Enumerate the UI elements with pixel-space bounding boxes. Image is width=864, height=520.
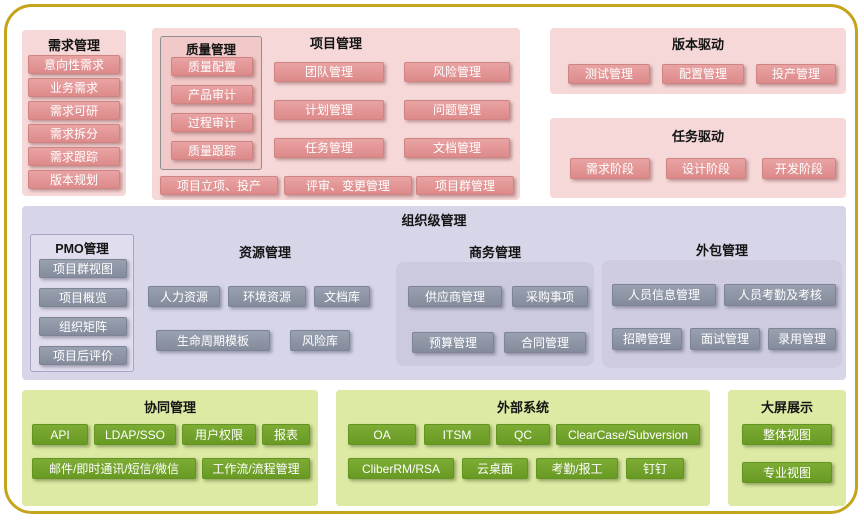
module-tile[interactable]: 面试管理 [690,328,760,350]
module-tile[interactable]: 考勤/报工 [536,458,618,479]
module-tile[interactable]: 问题管理 [404,100,510,120]
panel-title: 外部系统 [496,400,549,415]
group-outsourcing: 外包管理 人员信息管理 人员考勤及考核 招聘管理 面试管理 录用管理 [602,234,842,372]
module-tile[interactable]: 风险库 [290,330,350,351]
group-background [602,260,842,368]
panel-title: 版本驱动 [671,37,724,52]
module-tile[interactable]: 评审、变更管理 [284,176,412,195]
module-tile[interactable]: API [32,424,88,445]
module-tile[interactable]: 需求阶段 [570,158,650,179]
panel-title: 质量管理 [185,43,236,57]
module-tile[interactable]: 任务管理 [274,138,384,158]
module-tile[interactable]: 报表 [262,424,310,445]
module-tile[interactable]: 云桌面 [462,458,528,479]
panel-title: 大屏展示 [760,400,813,415]
module-tile[interactable]: 产品审计 [171,85,253,104]
panel-requirements: 需求管理 意向性需求 业务需求 需求可研 需求拆分 需求跟踪 版本规划 [22,30,126,196]
module-tile[interactable]: 生命周期模板 [156,330,270,351]
module-tile[interactable]: 合同管理 [504,332,586,353]
module-tile[interactable]: 组织矩阵 [39,317,127,336]
panel-title: 任务驱动 [671,129,724,144]
module-tile[interactable]: QC [496,424,550,445]
panel-org-level: 组织级管理 PMO管理 项目群视图 项目概览 组织矩阵 项目后评价 资源管理 人… [22,206,846,380]
module-tile[interactable]: 整体视图 [742,424,832,445]
module-tile[interactable]: 开发阶段 [762,158,836,179]
module-tile[interactable]: 质量配置 [171,57,253,76]
module-tile[interactable]: 录用管理 [768,328,836,350]
module-tile[interactable]: CliberRM/RSA [348,458,454,479]
panel-title: 协同管理 [143,400,196,415]
module-tile[interactable]: 过程审计 [171,113,253,132]
module-tile[interactable]: 项目群视图 [39,259,127,278]
panel-title: 需求管理 [47,38,100,53]
module-tile[interactable]: 配置管理 [662,64,744,84]
panel-version-driven: 版本驱动 测试管理 配置管理 投产管理 [550,28,846,94]
panel-bigscreen: 大屏展示 整体视图 专业视图 [728,390,846,506]
module-tile[interactable]: 采购事项 [512,286,588,307]
group-business: 商务管理 供应商管理 采购事项 预算管理 合同管理 [396,234,594,372]
panel-project: 项目管理 质量管理 质量配置 产品审计 过程审计 质量跟踪 项目立项、投产 团队… [152,28,520,200]
outer-frame [4,4,858,514]
panel-title: 组织级管理 [401,213,467,228]
module-tile[interactable]: 业务需求 [28,78,120,97]
module-tile[interactable]: OA [348,424,416,445]
module-tile[interactable]: LDAP/SSO [94,424,176,445]
module-tile[interactable]: 项目后评价 [39,346,127,365]
panel-external-systems: 外部系统 OA ITSM QC ClearCase/Subversion Cli… [336,390,710,506]
module-tile[interactable]: 文档管理 [404,138,510,158]
panel-title: 项目管理 [309,36,362,51]
module-tile[interactable]: 环境资源 [228,286,306,307]
module-tile[interactable]: 人员考勤及考核 [724,284,836,306]
module-tile[interactable]: 项目概览 [39,288,127,307]
module-tile[interactable]: 项目立项、投产 [160,176,278,195]
panel-title: PMO管理 [55,242,109,256]
module-tile[interactable]: ITSM [424,424,490,445]
group-title: 商务管理 [468,245,521,260]
group-title: 外包管理 [695,243,748,258]
module-tile[interactable]: 需求跟踪 [28,147,120,166]
group-title: 资源管理 [238,245,291,260]
module-tile[interactable]: 项目群管理 [416,176,514,195]
panel-pmo: PMO管理 项目群视图 项目概览 组织矩阵 项目后评价 [30,234,134,372]
module-tile[interactable]: 意向性需求 [28,55,120,74]
module-tile[interactable]: 测试管理 [568,64,650,84]
module-tile[interactable]: 文档库 [314,286,370,307]
module-tile[interactable]: 需求拆分 [28,124,120,143]
module-tile[interactable]: 风险管理 [404,62,510,82]
module-tile[interactable]: 供应商管理 [408,286,502,307]
module-tile[interactable]: 团队管理 [274,62,384,82]
panel-collaboration: 协同管理 API LDAP/SSO 用户权限 报表 邮件/即时通讯/短信/微信 … [22,390,318,506]
module-tile[interactable]: 设计阶段 [666,158,746,179]
panel-quality: 质量管理 质量配置 产品审计 过程审计 质量跟踪 [160,36,262,170]
group-resource: 资源管理 人力资源 环境资源 文档库 生命周期模板 风险库 [140,234,390,372]
module-tile[interactable]: 钉钉 [626,458,684,479]
module-tile[interactable]: ClearCase/Subversion [556,424,700,445]
module-tile[interactable]: 质量跟踪 [171,141,253,160]
module-tile[interactable]: 工作流/流程管理 [202,458,310,479]
module-tile[interactable]: 计划管理 [274,100,384,120]
module-tile[interactable]: 用户权限 [182,424,256,445]
module-tile[interactable]: 邮件/即时通讯/短信/微信 [32,458,196,479]
module-tile[interactable]: 预算管理 [412,332,494,353]
module-tile[interactable]: 人员信息管理 [612,284,716,306]
module-tile[interactable]: 版本规划 [28,170,120,189]
module-tile[interactable]: 招聘管理 [612,328,682,350]
panel-task-driven: 任务驱动 需求阶段 设计阶段 开发阶段 [550,118,846,198]
module-tile[interactable]: 专业视图 [742,462,832,483]
module-tile[interactable]: 人力资源 [148,286,220,307]
module-tile[interactable]: 投产管理 [756,64,836,84]
module-tile[interactable]: 需求可研 [28,101,120,120]
